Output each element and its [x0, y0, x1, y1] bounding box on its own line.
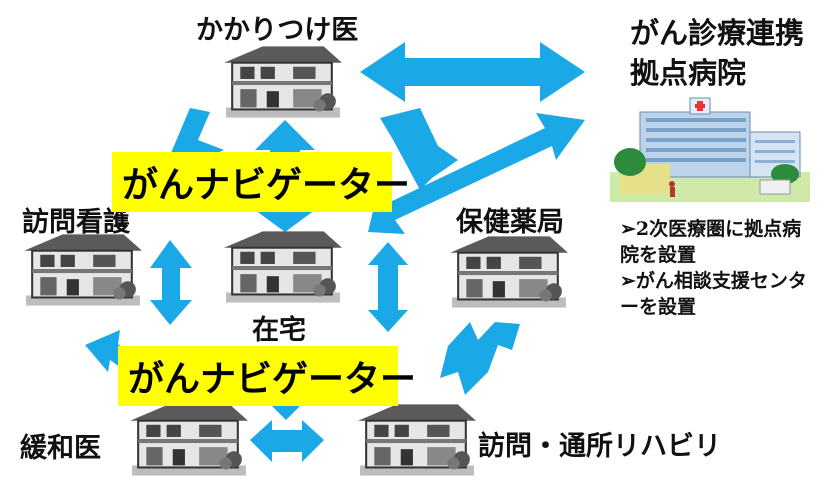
navigator-banner-top: がんナビゲーター [112, 152, 410, 212]
note-line-3: ➢がん相談支援センタ [620, 270, 807, 292]
house-icon [23, 233, 143, 307]
house-icon [357, 403, 477, 477]
curved-arrow-icon [380, 108, 458, 190]
hospital-building-icon [610, 97, 810, 202]
double-arrow-icon [250, 420, 324, 462]
double-arrow-icon [150, 240, 192, 325]
node-kanwa-label: 緩和医 [20, 433, 101, 464]
double-arrow-icon [440, 322, 520, 395]
navigator-banner-bottom: がんナビゲーター [118, 346, 416, 406]
node-zaitaku-label: 在宅 [252, 315, 306, 346]
note-line-1: ➢2次医療圏に拠点病 [620, 218, 802, 240]
house-icon [449, 235, 569, 309]
double-arrow-icon [368, 113, 585, 234]
house-icon [223, 230, 343, 304]
node-rehab-label: 訪問・通所リハビリ [478, 431, 721, 462]
node-hospital-label-line1: がん診療連携 [630, 16, 805, 50]
node-houmon-kango-label: 訪問看護 [22, 207, 130, 238]
double-arrow-icon [360, 42, 585, 102]
house-icon [223, 45, 343, 119]
node-hospital-label-line2: 拠点病院 [630, 56, 747, 90]
double-arrow-icon [368, 242, 408, 332]
hospital-notes: ➢2次医療圏に拠点病 院を設置 ➢がん相談支援センタ ーを設置 [620, 216, 807, 320]
note-line-2: 院を設置 [620, 244, 697, 266]
house-icon [129, 403, 249, 477]
note-line-4: ーを設置 [620, 296, 697, 318]
node-hoken-yakkyoku-label: 保健薬局 [456, 207, 564, 238]
node-kakaritsuke-label: かかりつけ医 [196, 15, 359, 46]
